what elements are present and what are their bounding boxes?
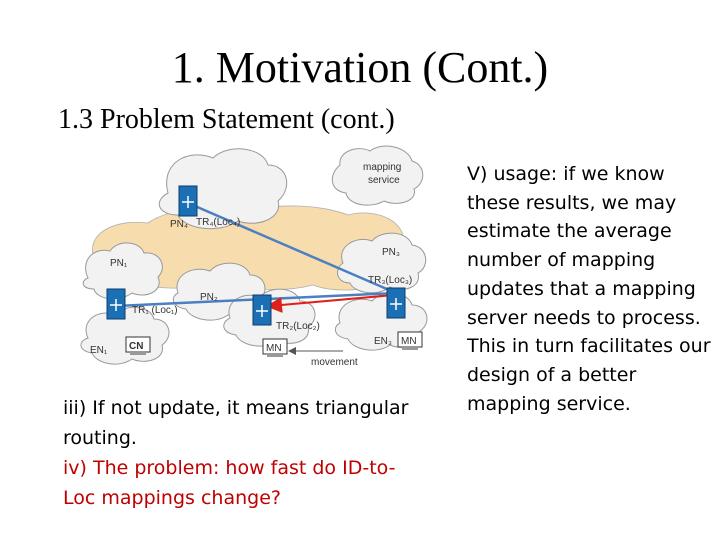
label-cn: CN	[129, 341, 143, 352]
label-pn1: PN₁	[110, 258, 128, 269]
label-mn-left: MN	[266, 343, 282, 354]
label-mn-right: MN	[401, 336, 417, 347]
router-tr1	[107, 289, 125, 319]
label-service: service	[368, 175, 400, 186]
slide-title: 1. Motivation (Cont.)	[0, 42, 720, 93]
label-en1: EN₁	[90, 345, 108, 356]
label-mapping: mapping	[363, 162, 401, 173]
label-tr2: TR₂(Loc₂)	[276, 321, 320, 332]
label-pn2: PN₂	[200, 292, 218, 303]
label-pn3: PN₃	[382, 247, 400, 258]
router-tr2	[253, 295, 271, 325]
label-tr1: TR₁ (Loc₁)	[132, 305, 178, 316]
diagram-caption: iii) If not update, it means triangular …	[63, 393, 423, 513]
label-movement: movement	[311, 357, 358, 368]
router-tr3	[387, 288, 405, 318]
usage-paragraph: V) usage: if we know these results, we m…	[467, 160, 712, 418]
caption-problem: iv) The problem: how fast do ID-to-Loc m…	[63, 453, 423, 513]
usage-text: V) usage: if we know these results, we m…	[467, 160, 712, 418]
label-tr3: TR₃(Loc₃)	[368, 275, 412, 286]
label-tr4: TR₄(Loc₄)	[196, 217, 240, 228]
router-tr4	[179, 186, 197, 216]
caption-triangular-routing: iii) If not update, it means triangular …	[63, 393, 423, 453]
slide-subtitle: 1.3 Problem Statement (cont.)	[58, 104, 395, 136]
network-diagram: mapping service PN₄ TR₄(Loc₄) PN₃ TR₃(Lo…	[78, 143, 428, 373]
label-en3: EN₃	[374, 336, 392, 347]
label-pn4: PN₄	[170, 219, 188, 230]
